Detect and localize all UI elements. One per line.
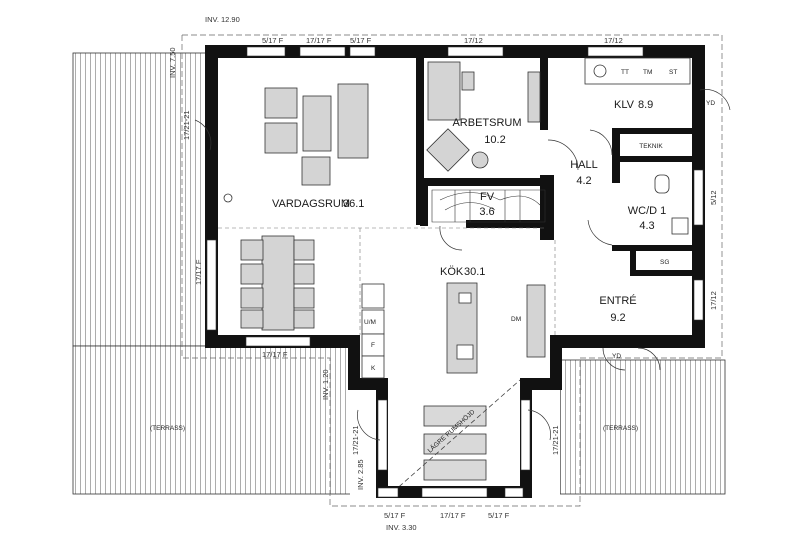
room-vardagsrum-area: 36.1	[343, 198, 364, 210]
dim-w-1721-21-br: 17/21-21	[551, 425, 560, 455]
room-entre-area: 9.2	[610, 312, 625, 324]
dim-w-1717f-a: 17/17 F	[306, 36, 332, 45]
terrace-left-label: (TERRASS)	[150, 425, 185, 432]
dim-inv-285: INV. 2.85	[356, 459, 365, 490]
dim-w-1712-top1: 17/12	[464, 36, 483, 45]
room-hall-area: 4.2	[576, 175, 591, 187]
room-wcd-area: 4.3	[639, 220, 654, 232]
staircase	[431, 189, 546, 223]
dim-w-1721-21-bl: 17/21-21	[351, 425, 360, 455]
fixture-teknik: TEKNIK	[639, 143, 663, 150]
dim-w-512-right: 5/12	[709, 190, 718, 205]
fixture-tm: TM	[643, 69, 652, 76]
dim-inv-750: INV. 7.50	[168, 47, 177, 78]
dim-inv-120: INV. 1.20	[321, 369, 330, 400]
kitchen-units	[361, 283, 385, 379]
terrace-right-label: (TERRASS)	[603, 425, 638, 432]
kitchen-island	[446, 282, 546, 374]
room-fv-area: 3.6	[479, 206, 494, 218]
fixture-tt: TT	[621, 69, 629, 76]
plant-icon	[223, 193, 233, 203]
room-klv-name: KLV	[614, 99, 635, 111]
fixture-sg: SG	[660, 259, 669, 266]
room-vardagsrum-name: VARDAGSRUM	[272, 198, 350, 210]
fixture-yd-bottom: YD	[612, 353, 621, 360]
office-furniture	[426, 61, 541, 172]
bay-entrance	[370, 379, 540, 500]
dim-w-517f-a: 5/17 F	[262, 36, 284, 45]
dim-w-1712-top2: 17/12	[604, 36, 623, 45]
dim-w-1721-21-left: 17/21-21	[182, 110, 191, 140]
dim-inv-1290: INV. 12.90	[205, 15, 240, 24]
laundry-fixtures	[584, 57, 691, 85]
terrace-left	[72, 52, 357, 495]
dim-w-1717f-bottom: 17/17 F	[262, 350, 288, 359]
dining-table	[240, 235, 315, 331]
windows	[206, 46, 704, 498]
room-wcd-name: WC/D 1	[628, 205, 667, 217]
dim-w-1717f-left: 17/17 F	[194, 259, 203, 285]
room-entre-name: ENTRÉ	[599, 294, 636, 307]
door-swings	[194, 89, 731, 441]
fixture-dm: DM	[511, 316, 521, 323]
wc-fixtures	[654, 174, 689, 235]
dim-w-517f-d: 5/17 F	[488, 511, 510, 520]
dim-w-1717f-c: 17/17 F	[440, 511, 466, 520]
room-kok-name: KÖK	[440, 266, 464, 278]
fixture-k: K	[371, 365, 376, 372]
dim-inv-330: INV. 3.30	[386, 523, 417, 532]
room-arbetsrum-area: 10.2	[484, 134, 505, 146]
dim-w-517f-b: 5/17 F	[350, 36, 372, 45]
fixture-st: ST	[669, 69, 677, 76]
room-fv-name: FV	[480, 191, 495, 203]
room-kok-area: 30.1	[464, 266, 485, 278]
dim-w-517f-c: 5/17 F	[384, 511, 406, 520]
fixture-f: F	[371, 342, 375, 349]
interior-walls	[416, 55, 694, 276]
fixture-um: U/M	[364, 319, 376, 326]
room-hall-name: HALL	[570, 159, 598, 171]
fixture-yd-top: YD	[706, 100, 715, 107]
room-arbetsrum-name: ARBETSRUM	[452, 117, 521, 129]
roof-outline	[181, 34, 723, 507]
room-divisions	[218, 227, 556, 335]
terrace-right	[559, 359, 726, 495]
room-klv-area: 8.9	[638, 99, 653, 111]
living-room-furniture	[223, 83, 369, 203]
dim-w-1712-right: 17/12	[709, 291, 718, 310]
